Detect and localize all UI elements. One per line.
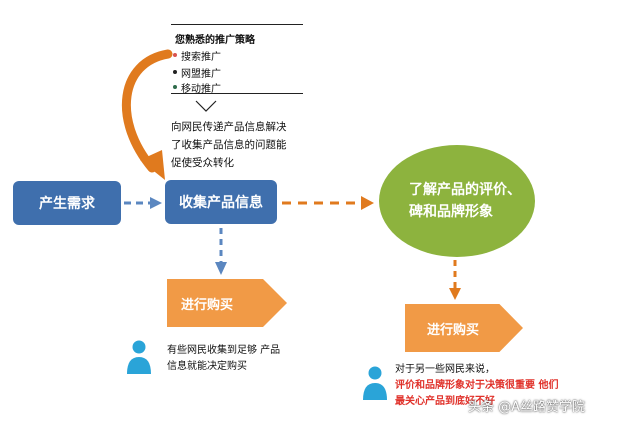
strategy-item: 移动推广 xyxy=(173,80,221,95)
note-left: 有些网民收集到足够 产品 信息就能决定购买 xyxy=(167,343,317,375)
strategy-title: 您熟悉的推广策略 xyxy=(175,35,255,46)
watermark: 头条 @A丝路赞学院 xyxy=(468,400,586,415)
curved-arrow-head xyxy=(140,150,165,180)
person-icon xyxy=(363,366,387,400)
strategy-item-label: 搜索推广 xyxy=(181,52,221,63)
arrow-head-collect xyxy=(361,196,374,210)
note-line: 对于另一些网民来说， xyxy=(395,364,495,375)
curved-arrow xyxy=(121,49,173,173)
purchase-right: 进行购买 xyxy=(405,304,523,352)
bullet-icon xyxy=(173,85,177,89)
strategy-box: 您熟悉的推广策略 搜索推广 网盟推广 移动推广 xyxy=(171,24,303,95)
strategy-item-label: 网盟推广 xyxy=(181,69,221,80)
node-understand-line: 碑和品牌形象 xyxy=(409,204,493,220)
note-line-red: 评价和品牌形象对于决策很重要 他们 xyxy=(395,380,559,391)
node-demand: 产生需求 xyxy=(13,181,121,225)
arrow-head-purchase-right xyxy=(449,288,461,300)
bullet-icon xyxy=(173,70,177,74)
purchase-left: 进行购买 xyxy=(167,279,287,327)
note-line-red: 最关心产品到底好不好 xyxy=(395,396,495,407)
note-line: 信息就能决定购买 xyxy=(167,361,247,372)
description-text: 向网民传递产品信息解决 了收集产品信息的问题能 促使受众转化 xyxy=(171,118,341,172)
divider xyxy=(171,24,303,25)
note-right: 对于另一些网民来说， 评价和品牌形象对于决策很重要 他们 最关心产品到底好不好 xyxy=(395,362,595,410)
arrow-head-demand xyxy=(150,197,162,209)
node-understand: 了解产品的评价、 碑和品牌形象 xyxy=(379,145,535,257)
strategy-item: 网盟推广 xyxy=(173,65,221,80)
description-line: 向网民传递产品信息解决 xyxy=(171,121,287,133)
bullet-icon xyxy=(173,53,177,57)
chevron-down-icon xyxy=(195,100,217,112)
arrow-head-purchase-left xyxy=(215,262,227,275)
strategy-item-label: 移动推广 xyxy=(181,84,221,95)
person-icon xyxy=(127,340,151,374)
node-collect: 收集产品信息 xyxy=(165,180,277,224)
strategy-item: 搜索推广 xyxy=(173,48,221,63)
description-line: 了收集产品信息的问题能 xyxy=(171,139,287,151)
description-line: 促使受众转化 xyxy=(171,157,234,169)
node-understand-line: 了解产品的评价、 xyxy=(409,182,521,198)
divider xyxy=(171,93,303,94)
note-line: 有些网民收集到足够 产品 xyxy=(167,345,281,356)
